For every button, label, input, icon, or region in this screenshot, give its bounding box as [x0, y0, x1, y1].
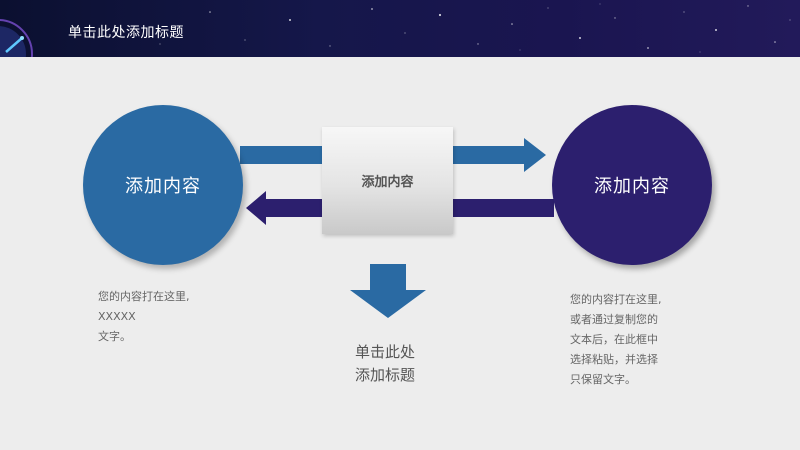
header-banner: 单击此处添加标题: [0, 0, 800, 57]
left-description-line: 文字。: [98, 330, 131, 343]
compass-logo-icon: [0, 19, 33, 57]
bottom-arrow-right-segment: [452, 199, 554, 217]
left-pointing-arrow: [246, 191, 323, 225]
right-circle-label: 添加内容: [594, 176, 670, 197]
right-description-line: 您的内容打在这里,: [570, 293, 662, 306]
left-description[interactable]: 您的内容打在这里, XXXXX 文字。: [98, 287, 248, 347]
center-title-line: 单击此处: [355, 343, 416, 361]
center-title[interactable]: 单击此处 添加标题: [355, 341, 475, 387]
header-title: 单击此处添加标题: [68, 25, 184, 41]
right-circle[interactable]: 添加内容: [552, 105, 712, 265]
top-arrow-left-segment: [240, 146, 324, 164]
center-title-line: 添加标题: [355, 366, 416, 384]
right-description-line: 选择粘贴，并选择: [570, 353, 658, 366]
left-description-line: 您的内容打在这里,: [98, 290, 190, 303]
left-description-line: XXXXX: [98, 310, 136, 323]
center-box-label: 添加内容: [361, 175, 414, 190]
starfield-decoration: [159, 3, 791, 53]
right-pointing-arrow: [453, 138, 546, 172]
down-pointing-arrow: [350, 264, 426, 318]
right-description-line: 文本后，在此框中: [570, 333, 658, 346]
left-circle-label: 添加内容: [125, 176, 201, 197]
right-description-line: 或者通过复制您的: [570, 313, 658, 326]
right-description[interactable]: 您的内容打在这里, 或者通过复制您的 文本后，在此框中 选择粘贴，并选择 只保留…: [570, 290, 720, 390]
right-description-line: 只保留文字。: [570, 373, 636, 386]
left-circle[interactable]: 添加内容: [83, 105, 243, 265]
center-box[interactable]: 添加内容: [322, 127, 453, 234]
